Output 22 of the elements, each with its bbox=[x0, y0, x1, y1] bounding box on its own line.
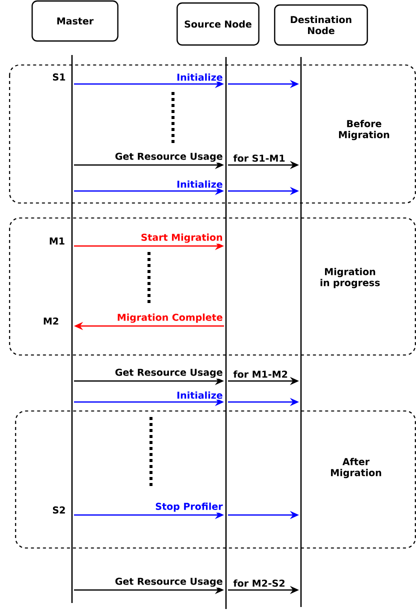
edge-label: for M2-S2 bbox=[233, 579, 284, 587]
phase-label: Before Migration bbox=[339, 120, 390, 140]
participant-box: Master bbox=[32, 0, 118, 42]
edge-label: Get Resource Usage bbox=[115, 578, 222, 587]
step-label: M1 bbox=[50, 238, 64, 244]
edge-label: Initialize bbox=[177, 391, 222, 399]
step-label: S1 bbox=[52, 73, 66, 81]
step-label: S2 bbox=[52, 506, 65, 514]
edge-label: Stop Profiler bbox=[156, 502, 223, 512]
edge-label: Start Migration bbox=[141, 234, 222, 243]
participant-box: Source Node bbox=[176, 2, 260, 46]
edge-label: Initialize bbox=[177, 180, 222, 188]
edge-label: Get Resource Usage bbox=[115, 152, 222, 162]
edge-label: Initialize bbox=[177, 73, 222, 81]
edge-label: Get Resource Usage bbox=[115, 368, 222, 378]
step-label: M2 bbox=[44, 317, 58, 325]
participant-box: Destination Node bbox=[274, 4, 368, 46]
edge-label: for S1-M1 bbox=[233, 154, 285, 162]
edge-label: Migration Complete bbox=[118, 314, 222, 323]
edge-label: for M1-M2 bbox=[233, 370, 288, 378]
phase-label: After Migration bbox=[331, 458, 382, 478]
phase-label: Migration in progress bbox=[320, 268, 380, 288]
